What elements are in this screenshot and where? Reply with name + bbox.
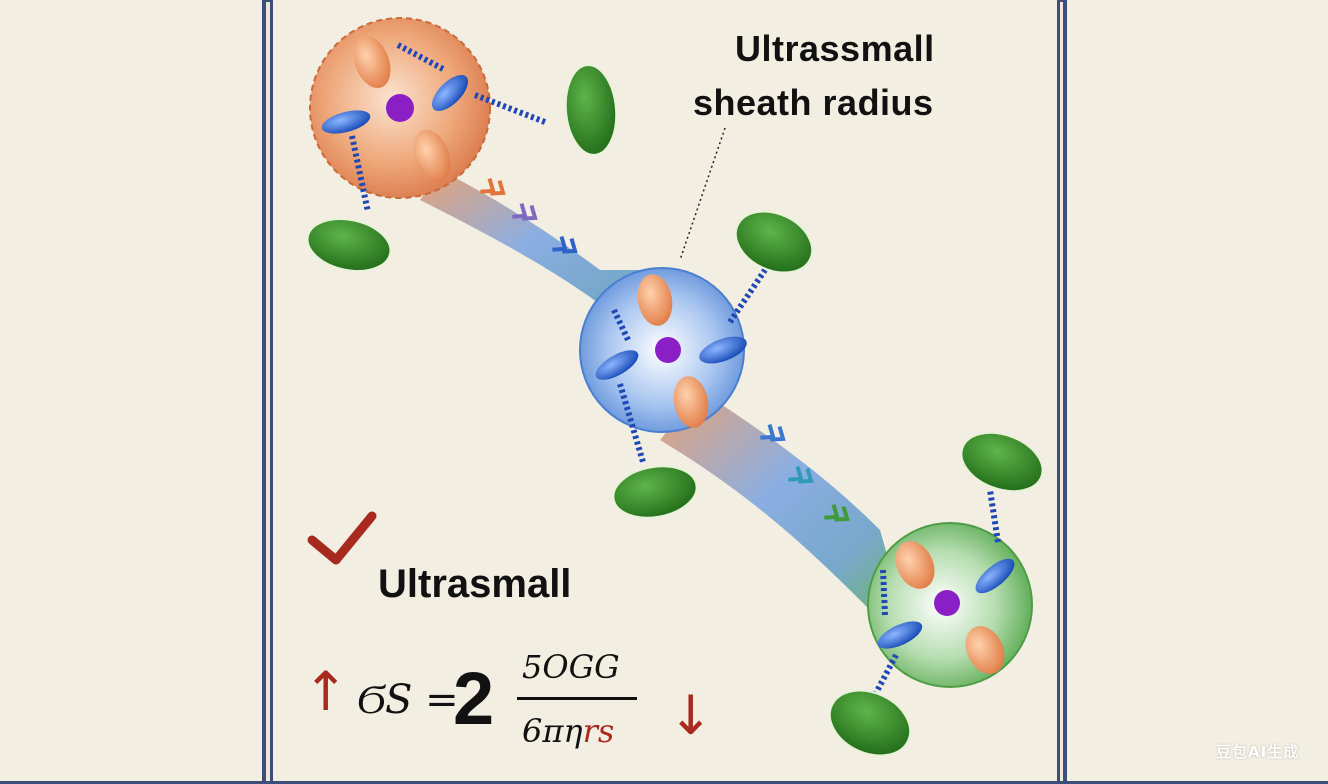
- flow-chevrons: [480, 178, 578, 254]
- dotted-tether: [396, 42, 447, 73]
- orange-ellipse: [673, 376, 709, 428]
- blue-ellipse: [321, 110, 371, 134]
- dotted-tether: [473, 92, 547, 125]
- blue-ellipse: [431, 74, 469, 112]
- up-arrow-icon: ↑: [303, 660, 349, 723]
- orange-ellipse: [637, 274, 673, 326]
- annotation-pointer: [679, 127, 726, 261]
- dotted-tether: [880, 569, 888, 616]
- orange-ellipse: [413, 129, 451, 183]
- orange-ellipse: [353, 35, 391, 89]
- right-panel: [1063, 0, 1328, 784]
- orange-ellipse: [895, 541, 935, 589]
- dotted-tether: [349, 135, 371, 213]
- blue-ellipse: [975, 558, 1015, 594]
- blue-ellipse: [699, 336, 747, 364]
- fraction-bar: [517, 697, 637, 700]
- dotted-tether: [873, 653, 899, 695]
- down-arrow-icon: ↓: [668, 684, 714, 747]
- bridge-orange-blue: [420, 170, 660, 330]
- green-disc: [612, 465, 698, 519]
- annotation-line-1: Ultrassmall: [735, 28, 935, 69]
- green-disc: [564, 64, 618, 156]
- dotted-tether: [617, 383, 646, 463]
- blue-ellipse: [595, 350, 639, 380]
- check-mark-icon: [307, 511, 377, 565]
- flow-chevrons: [760, 424, 850, 522]
- denominator-rs: rs: [582, 712, 615, 750]
- equation-coefficient: 2: [453, 657, 495, 740]
- nucleus: [934, 590, 960, 616]
- bridge-blue-green: [660, 390, 900, 620]
- green-disc: [306, 218, 392, 272]
- annotation-line-2: sheath radius: [693, 82, 934, 123]
- dotted-tether: [727, 268, 768, 324]
- nucleus: [655, 337, 681, 363]
- equation-lhs: ϬS =: [357, 677, 459, 723]
- nucleus: [386, 94, 414, 122]
- equation-denominator: 6πηrs: [522, 712, 614, 750]
- watermark: 豆包AI生成: [1216, 743, 1300, 761]
- green-disc: [734, 210, 814, 274]
- frame-bottom: [0, 781, 1328, 784]
- denominator-main: 6πη: [522, 712, 583, 750]
- orange-ellipse: [965, 626, 1005, 674]
- blue-ellipse: [877, 621, 923, 649]
- equation-numerator: 5OGG: [522, 648, 620, 686]
- check-label: Ultrasmall: [378, 562, 572, 606]
- green-disc: [828, 689, 912, 757]
- left-panel: [0, 0, 266, 784]
- dotted-tether: [987, 489, 1001, 543]
- green-disc: [960, 431, 1044, 493]
